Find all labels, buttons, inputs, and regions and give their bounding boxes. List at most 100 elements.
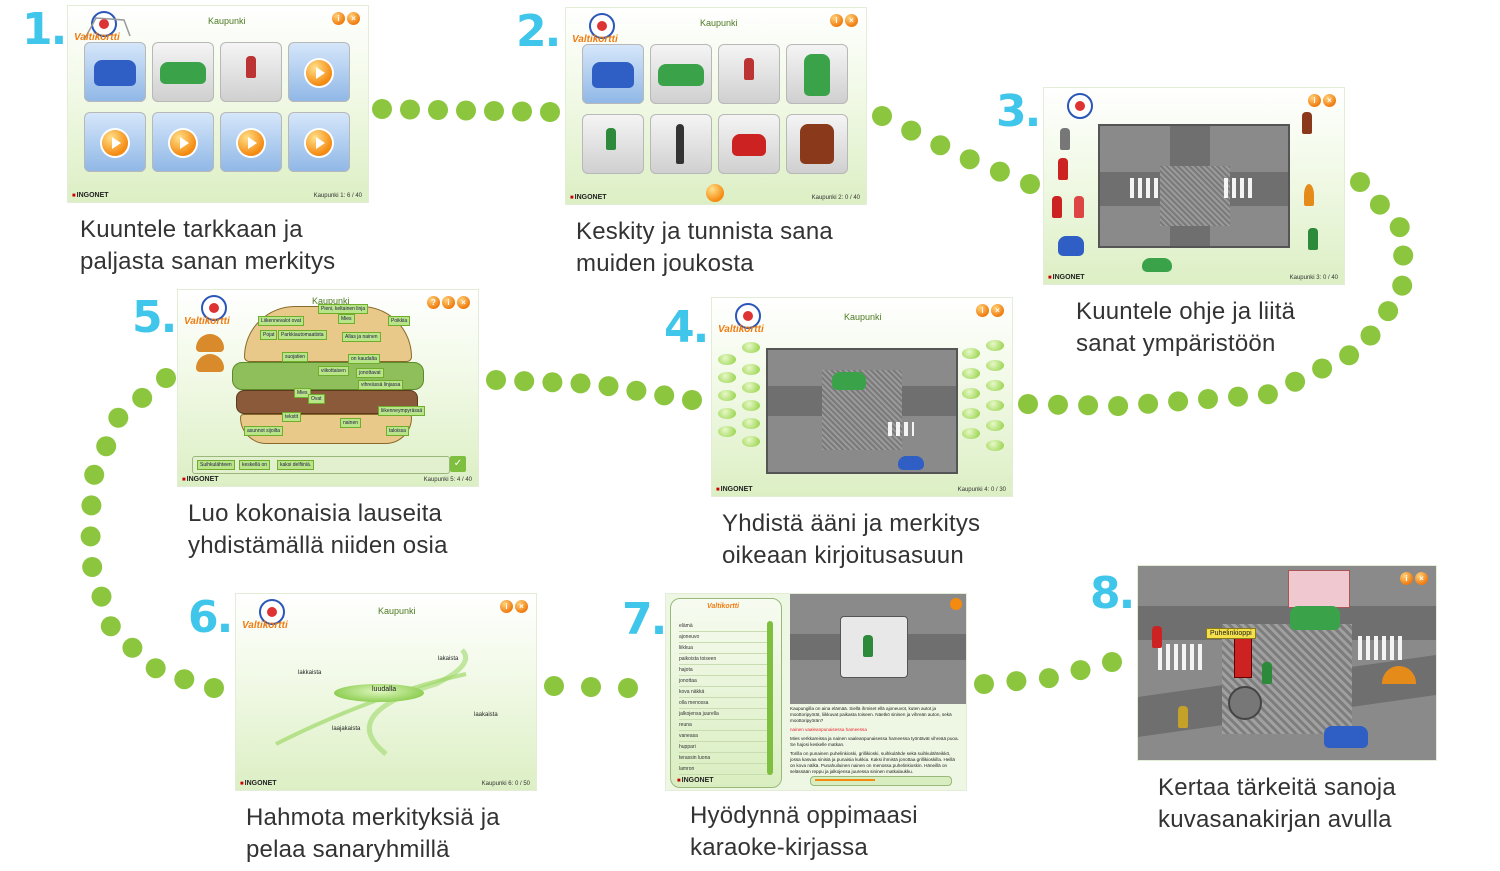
info-button[interactable]: i (500, 600, 513, 613)
word-disc[interactable] (334, 684, 424, 702)
fountain-icon[interactable] (1228, 686, 1262, 720)
speech-bubble[interactable] (718, 354, 736, 365)
speech-bubble[interactable] (986, 420, 1004, 431)
person-icon[interactable] (1074, 196, 1084, 218)
scrollbar[interactable] (767, 621, 773, 775)
person-icon[interactable] (1262, 662, 1272, 684)
list-item[interactable]: elämä (679, 621, 771, 632)
picture-tile[interactable] (718, 44, 780, 104)
umbrella-icon[interactable] (1304, 184, 1314, 206)
speech-bubble[interactable] (718, 426, 736, 437)
speech-bubble[interactable] (962, 348, 980, 359)
kiosk-icon[interactable] (1302, 112, 1312, 134)
speech-bubble[interactable] (962, 388, 980, 399)
playback-bar[interactable] (810, 776, 952, 786)
word-option[interactable]: laakaista (474, 712, 498, 718)
close-button[interactable]: × (1415, 572, 1428, 585)
list-item[interactable]: jonottaa (679, 676, 771, 687)
check-button[interactable]: ✓ (450, 456, 466, 472)
speech-bubble[interactable] (742, 382, 760, 393)
close-button[interactable]: × (515, 600, 528, 613)
word-chip[interactable]: viikottaisen (318, 366, 349, 376)
word-option[interactable]: lakaista (438, 656, 459, 662)
picture-tile[interactable] (786, 44, 848, 104)
list-item[interactable]: hajota (679, 665, 771, 676)
phone-booth-icon[interactable] (1052, 196, 1062, 218)
word-chip[interactable]: suojatien (282, 352, 309, 362)
picture-tile[interactable] (786, 114, 848, 174)
info-button[interactable]: i (1400, 572, 1413, 585)
speech-bubble[interactable] (986, 340, 1004, 351)
picture-tile[interactable] (650, 44, 712, 104)
list-item[interactable]: kova näkkä (679, 687, 771, 698)
picture-tile[interactable] (84, 42, 146, 102)
list-item[interactable]: olla menossa (679, 698, 771, 709)
sound-tile[interactable] (220, 112, 282, 172)
list-item[interactable]: terassin luona (679, 753, 771, 764)
speech-bubble[interactable] (986, 360, 1004, 371)
speech-bubble[interactable] (742, 400, 760, 411)
close-button[interactable]: × (845, 14, 858, 27)
speech-bubble[interactable] (986, 400, 1004, 411)
umbrella-icon[interactable] (1382, 666, 1416, 684)
green-car-icon[interactable] (1142, 258, 1172, 272)
sentence-chip[interactable]: keskellä on (239, 460, 271, 470)
speech-bubble[interactable] (962, 368, 980, 379)
word-chip[interactable]: Parkkiautomaatista (278, 330, 327, 340)
help-button[interactable]: ? (427, 296, 440, 309)
word-chip[interactable]: taloissa (386, 426, 409, 436)
close-button[interactable] (950, 598, 962, 610)
statue-icon[interactable] (1060, 128, 1070, 150)
word-chip[interactable]: on kaudalta (348, 354, 380, 364)
word-chip[interactable]: Liikennevalot ovat (258, 316, 305, 326)
word-chip[interactable]: Allas ja nainen (342, 332, 381, 342)
close-button[interactable]: × (1323, 94, 1336, 107)
picture-tile[interactable] (582, 44, 644, 104)
word-chip[interactable]: liikenneympyrässä (378, 406, 426, 416)
picture-tile[interactable] (582, 114, 644, 174)
sound-tile[interactable] (84, 112, 146, 172)
word-chip[interactable]: jonottavat (356, 368, 384, 378)
speech-bubble[interactable] (986, 440, 1004, 451)
word-chip[interactable]: Mies (338, 314, 355, 324)
list-item[interactable]: huppari (679, 742, 771, 753)
word-chip[interactable]: Pojat (260, 330, 278, 340)
sentence-chip[interactable]: Suihkulähteen (197, 460, 235, 470)
sentence-bar[interactable]: Suihkulähteen keskellä on kaksi delfiini… (192, 456, 450, 474)
speech-bubble[interactable] (962, 408, 980, 419)
close-button[interactable]: × (347, 12, 360, 25)
list-item[interactable]: jalkojensa juurella (679, 709, 771, 720)
word-chip[interactable]: Pieni, keltainen linja (318, 304, 369, 314)
list-item[interactable]: paikoista toiseen (679, 654, 771, 665)
sound-tile[interactable] (288, 112, 350, 172)
info-button[interactable]: i (442, 296, 455, 309)
info-button[interactable]: i (830, 14, 843, 27)
picture-tile[interactable] (718, 114, 780, 174)
person-icon[interactable] (1178, 706, 1188, 728)
speech-bubble[interactable] (986, 380, 1004, 391)
sound-tile[interactable] (152, 112, 214, 172)
list-item[interactable]: vaneasa (679, 731, 771, 742)
person-icon[interactable] (1152, 626, 1162, 648)
person-icon[interactable] (1308, 228, 1318, 250)
speech-bubble[interactable] (718, 390, 736, 401)
word-chip[interactable]: Poikkia (388, 316, 411, 326)
word-chip[interactable]: Ovat (308, 394, 325, 404)
blue-car-icon[interactable] (1058, 236, 1084, 256)
word-chip[interactable]: asunnot sijoilta (244, 426, 284, 436)
list-item[interactable]: lamron (679, 764, 771, 775)
speech-bubble[interactable] (742, 364, 760, 375)
word-chip[interactable]: vihreässä linjassa (358, 380, 404, 390)
picture-tile[interactable] (152, 42, 214, 102)
play-sound-button[interactable] (706, 184, 724, 202)
picture-tile[interactable] (650, 114, 712, 174)
list-item[interactable]: reuna (679, 720, 771, 731)
speech-bubble[interactable] (718, 372, 736, 383)
sentence-chip[interactable]: kaksi delfiiniä. (277, 460, 315, 470)
word-chip[interactable]: Mies (294, 388, 311, 398)
info-button[interactable]: i (976, 304, 989, 317)
green-car-icon[interactable] (1290, 606, 1340, 630)
speech-bubble[interactable] (742, 436, 760, 447)
word-option[interactable]: laajakaista (332, 726, 361, 732)
phone-booth-icon[interactable] (1234, 638, 1252, 678)
